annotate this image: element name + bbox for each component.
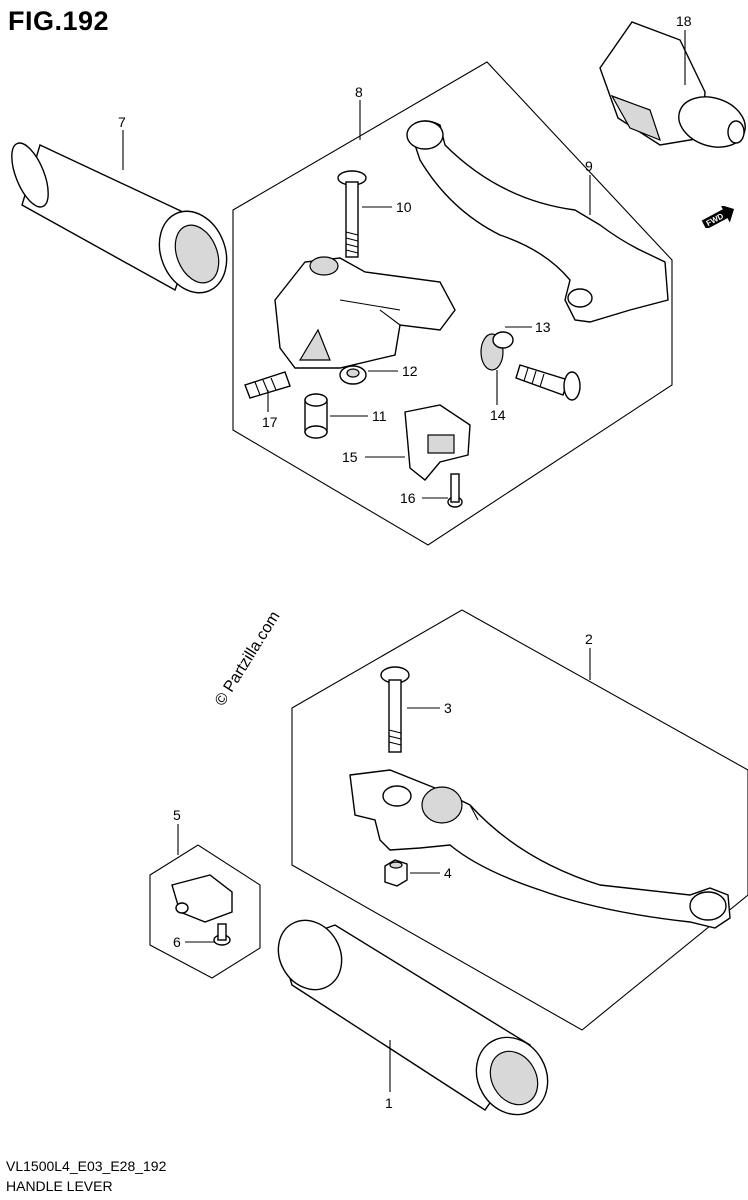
left-grip: [11, 142, 228, 294]
brake-switch-screw: [213, 923, 231, 946]
callout-18: 18: [676, 13, 692, 29]
clutch-switch: [404, 404, 471, 481]
switch-screw: [447, 473, 463, 508]
adjuster-wheel: [480, 331, 514, 371]
callout-4: 4: [444, 865, 452, 881]
callout-3: 3: [444, 700, 452, 716]
group-8-frame: [232, 61, 673, 546]
callout-2: 2: [585, 631, 593, 647]
clutch-lever: [406, 120, 669, 323]
leader-lines: [122, 30, 686, 1092]
callout-13: 13: [535, 319, 551, 335]
brake-lever: [349, 769, 731, 929]
throttle-grip: [277, 919, 549, 1116]
pivot-bolt: [337, 170, 367, 258]
lever-pivot-screw: [515, 364, 581, 401]
forward-arrow-icon: FWD: [701, 206, 735, 228]
spacer: [304, 393, 328, 439]
group-5-frame: [149, 844, 261, 979]
group-2-frame: [291, 609, 748, 1031]
callout-1: 1: [385, 1095, 393, 1111]
callout-11: 11: [372, 408, 387, 424]
figure-model-code: VL1500L4_E03_E28_192: [6, 1158, 167, 1174]
callout-14: 14: [490, 407, 506, 423]
figure-title: FIG.192: [8, 6, 110, 36]
holder-nut: [339, 365, 367, 385]
figure-name: HANDLE LEVER: [6, 1178, 113, 1194]
adjuster-screw: [244, 371, 291, 399]
callout-17: 17: [262, 414, 278, 430]
callout-7: 7: [118, 114, 126, 130]
brake-pivot-bolt: [380, 666, 410, 753]
callout-8: 8: [355, 84, 363, 100]
callout-10: 10: [396, 199, 412, 215]
callout-5: 5: [173, 807, 181, 823]
brake-pivot-nut: [384, 859, 408, 887]
callout-15: 15: [342, 449, 358, 465]
clutch-lever-holder: [274, 256, 456, 369]
brake-switch: [171, 874, 233, 923]
lever-cover: [599, 21, 746, 148]
callout-16: 16: [400, 490, 416, 506]
callout-6: 6: [173, 934, 181, 950]
callout-labels: 1 2 3 4 5 6 7 8 9 10 11 12 13 14 15 16 1…: [118, 13, 692, 1111]
callout-12: 12: [402, 363, 418, 379]
callout-9: 9: [585, 158, 593, 174]
